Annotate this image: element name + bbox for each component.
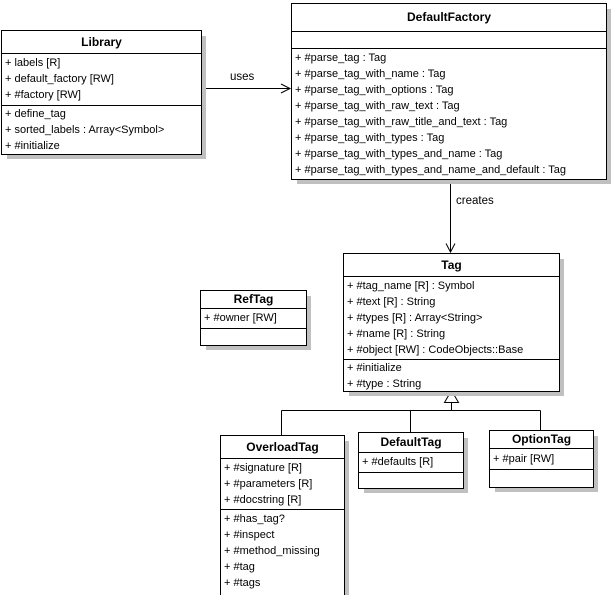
attribute-row: + #types [R] : Array<String> xyxy=(347,312,483,324)
attribute-row: + #signature [R] xyxy=(224,462,302,474)
class-box-option-tag[interactable]: OptionTag + #pair [RW] xyxy=(489,430,594,488)
class-box-overload-tag[interactable]: OverloadTag + #signature [R] + #paramete… xyxy=(220,435,345,595)
class-title: OptionTag xyxy=(490,431,593,449)
method-row: + #parse_tag_with_types_and_name : Tag xyxy=(295,148,503,160)
method-row: + #parse_tag_with_raw_title_and_text : T… xyxy=(295,116,508,128)
method-row: + #type : String xyxy=(347,378,422,390)
method-row: + #parse_tag_with_options : Tag xyxy=(295,84,454,96)
class-box-default-factory[interactable]: DefaultFactory + #parse_tag : Tag + #par… xyxy=(291,3,607,180)
inheritance-triangle-icon xyxy=(443,389,460,403)
method-row: + #parse_tag : Tag xyxy=(295,52,387,64)
uses-edge-label: uses xyxy=(229,70,256,84)
attribute-row: + #docstring [R] xyxy=(224,494,302,506)
attribute-row: + #factory [RW] xyxy=(5,89,81,101)
attribute-row: + #defaults [R] xyxy=(362,456,434,468)
method-row: + #parse_tag_with_name : Tag xyxy=(295,68,446,80)
class-box-ref-tag[interactable]: RefTag + #owner [RW] xyxy=(200,290,307,346)
class-title: DefaultTag xyxy=(359,433,463,453)
method-row: + sorted_labels : Array<Symbol> xyxy=(5,124,165,136)
methods-compartment: + #has_tag? + #inspect + #method_missing… xyxy=(221,510,344,595)
attributes-compartment: + labels [R] + default_factory [RW] + #f… xyxy=(2,54,201,106)
attributes-compartment: + #owner [RW] xyxy=(201,309,306,329)
class-box-tag[interactable]: Tag + #tag_name [R] : Symbol + #text [R]… xyxy=(343,253,560,392)
method-row: + #parse_tag_with_raw_text : Tag xyxy=(295,100,460,112)
methods-compartment: + #initialize + #type : String xyxy=(344,360,559,391)
class-box-library[interactable]: Library + labels [R] + default_factory [… xyxy=(1,30,202,155)
attribute-row: + #pair [RW] xyxy=(493,453,555,465)
creates-association-arrow xyxy=(445,180,456,254)
attributes-compartment: + #defaults [R] xyxy=(359,453,463,473)
method-row: + #method_missing xyxy=(224,545,320,557)
attribute-row: + #owner [RW] xyxy=(204,312,277,324)
class-title: Library xyxy=(2,31,201,54)
class-box-default-tag[interactable]: DefaultTag + #defaults [R] xyxy=(358,432,464,489)
methods-compartment xyxy=(490,470,593,487)
class-title: OverloadTag xyxy=(221,436,344,459)
uses-association-arrow xyxy=(200,83,292,94)
methods-compartment: + #parse_tag : Tag + #parse_tag_with_nam… xyxy=(292,49,606,179)
attribute-row: + #text [R] : String xyxy=(347,296,436,308)
method-row: + define_tag xyxy=(5,108,66,120)
class-title: Tag xyxy=(344,254,559,277)
methods-compartment: + define_tag + sorted_labels : Array<Sym… xyxy=(2,106,201,154)
methods-compartment xyxy=(359,473,463,488)
method-row: + #has_tag? xyxy=(224,513,285,525)
class-title: RefTag xyxy=(201,291,306,309)
inheritance-connector xyxy=(281,389,541,435)
class-title: DefaultFactory xyxy=(292,4,606,32)
attribute-row: + #object [RW] : CodeObjects::Base xyxy=(347,344,524,356)
attribute-row: + default_factory [RW] xyxy=(5,73,114,85)
attributes-compartment: + #signature [R] + #parameters [R] + #do… xyxy=(221,459,344,510)
attributes-compartment xyxy=(292,32,606,49)
methods-compartment xyxy=(201,329,306,345)
attribute-row: + #tag_name [R] : Symbol xyxy=(347,280,475,292)
method-row: + #tags xyxy=(224,577,261,589)
method-row: + #initialize xyxy=(5,140,60,152)
method-row: + #initialize xyxy=(347,362,402,374)
method-row: + #inspect xyxy=(224,529,275,541)
creates-edge-label: creates xyxy=(455,194,495,208)
method-row: + #parse_tag_with_types : Tag xyxy=(295,132,445,144)
attributes-compartment: + #tag_name [R] : Symbol + #text [R] : S… xyxy=(344,277,559,360)
method-row: + #parse_tag_with_types_and_name_and_def… xyxy=(295,164,567,176)
attribute-row: + labels [R] xyxy=(5,57,61,69)
attributes-compartment: + #pair [RW] xyxy=(490,449,593,470)
method-row: + #tag xyxy=(224,561,255,573)
attribute-row: + #name [R] : String xyxy=(347,328,446,340)
attribute-row: + #parameters [R] xyxy=(224,478,313,490)
